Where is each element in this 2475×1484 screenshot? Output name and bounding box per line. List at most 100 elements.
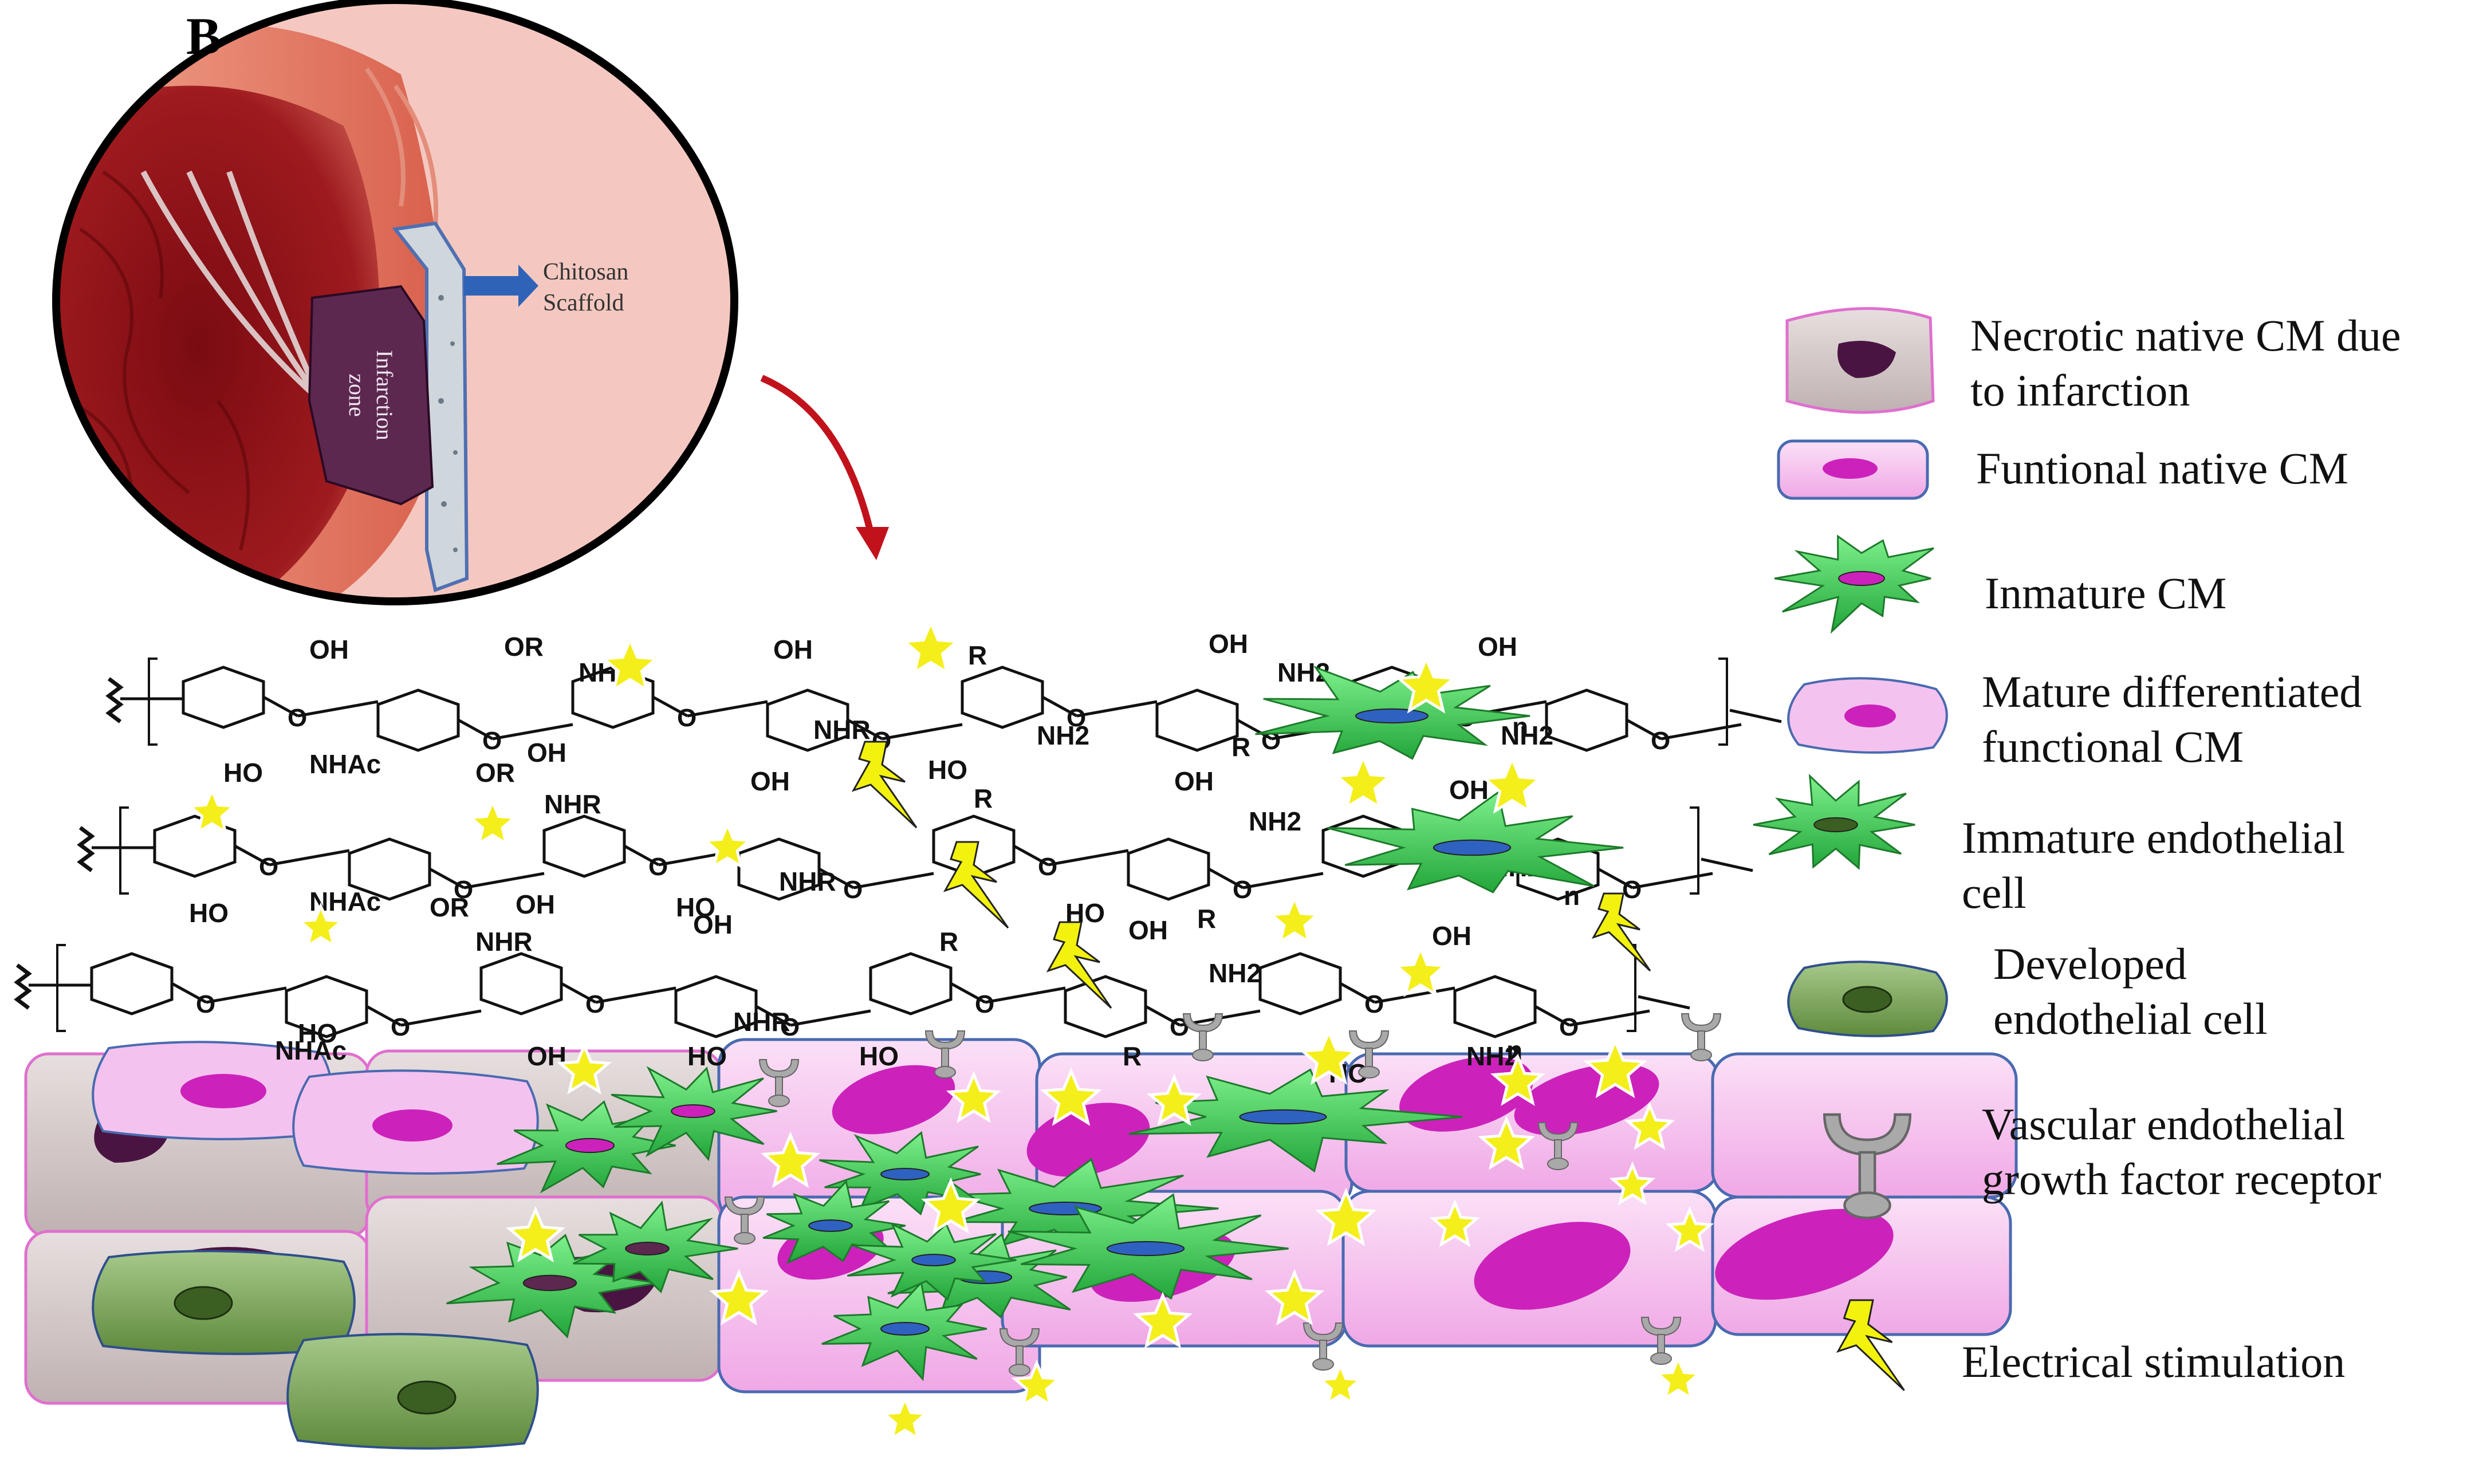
substituent-label: R	[939, 927, 958, 956]
star-icon	[901, 619, 961, 676]
substituent-label: HO	[687, 1041, 727, 1071]
star-icon	[506, 1206, 565, 1263]
legend-necrotic-nucleus	[1837, 341, 1896, 378]
star-icon	[600, 636, 660, 693]
star-icon	[1299, 1028, 1359, 1085]
oxygen-label: O	[482, 727, 502, 755]
substituent-label: OH	[693, 910, 733, 939]
substituent-label: HO	[298, 1018, 337, 1048]
glycosidic-bond	[790, 1009, 871, 1027]
substituent-label: OH	[527, 738, 566, 767]
bracket	[1718, 658, 1728, 746]
nucleus	[671, 1104, 715, 1118]
glycosidic-bond	[234, 844, 270, 867]
substituent-label: NHR	[779, 867, 836, 896]
glycosidic-bond	[623, 844, 660, 867]
sugar-ring	[1321, 814, 1405, 878]
star-icon	[702, 821, 753, 869]
substituent-label: NH2	[1501, 721, 1553, 750]
glycosidic-bond	[652, 695, 688, 718]
star-icon	[1583, 1037, 1647, 1099]
chitosan-scaffold-label: Chitosan Scaffold	[543, 259, 629, 316]
developed-nucleus	[397, 1380, 457, 1415]
star-icon	[1478, 1115, 1535, 1170]
lightning-icon	[943, 841, 1009, 929]
substituent-label: OR	[475, 758, 515, 788]
glycosidic-bond	[818, 867, 855, 889]
substituent-label: NHR	[475, 927, 533, 956]
star-icon	[761, 1131, 820, 1188]
glycosidic-bond	[1374, 986, 1455, 1004]
substituent-label: R	[1123, 1041, 1142, 1071]
sugar-ring	[1516, 837, 1600, 901]
glycosidic-bond	[171, 982, 207, 1004]
glycosidic-bond	[1661, 723, 1742, 741]
substituent-label: NHR	[544, 789, 601, 819]
legend-mature-nucleus	[1844, 704, 1896, 727]
substituent-label: HO	[189, 898, 229, 928]
substituent-label: OH	[1209, 629, 1248, 659]
star-icon	[880, 1395, 930, 1441]
legend-label-necrotic: Necrotic native CM due to infarction	[1970, 310, 2401, 415]
oxygen-label: O	[1233, 876, 1252, 904]
bracket	[119, 806, 129, 895]
receptor-icon	[1640, 1317, 1682, 1365]
legend-label-electrical: Electrical stimulation	[1962, 1337, 2346, 1387]
star-icon	[921, 1177, 981, 1234]
star-icon	[1665, 1206, 1714, 1252]
receptor-icon	[724, 1196, 765, 1245]
sugar-ring	[961, 666, 1044, 729]
star-icon	[1317, 1361, 1364, 1406]
star-icon	[1265, 1269, 1324, 1326]
oxygen-label: O	[196, 990, 215, 1018]
nucleus	[1838, 570, 1885, 586]
bracket	[1690, 806, 1699, 895]
substituent-label: OH	[773, 635, 813, 664]
nucleus	[880, 1322, 930, 1336]
nucleus	[880, 1168, 930, 1180]
wavy-bond	[77, 826, 95, 872]
star-icon	[1393, 944, 1448, 997]
legend-functional-nucleus	[1823, 458, 1878, 479]
substituent-label: NHAc	[309, 749, 381, 779]
substituent-label: NH2	[1466, 1041, 1519, 1071]
substituent-label: n	[1564, 881, 1580, 911]
sugar-ring	[1155, 688, 1239, 752]
sugar-ring	[153, 814, 237, 878]
star-icon	[1481, 755, 1543, 814]
star-icon	[1011, 1359, 1063, 1408]
receptor-icon	[1303, 1322, 1344, 1371]
nucleus	[1106, 1241, 1185, 1257]
glycosidic-bond	[882, 723, 963, 741]
immature-cells-overlay	[186, 619, 1722, 1441]
glycosidic-bond	[1076, 700, 1158, 718]
chain-bond	[1638, 995, 1690, 1010]
glycosidic-bond	[1048, 849, 1129, 867]
receptor-icon	[1823, 1113, 1912, 1219]
legend-label-immature-endo: Immature endothelial cell	[1962, 813, 2346, 918]
legend-label-mature: Mature differentiated functional CM	[1982, 667, 2362, 771]
nucleus	[625, 1242, 670, 1255]
substituent-label: OH	[1128, 915, 1168, 945]
immature-cell	[847, 1222, 1017, 1301]
legend-label-developed-endo: Developed endothelial cell	[1993, 939, 2268, 1044]
legend-immature-endo-icon	[1753, 773, 1915, 870]
star-icon	[1333, 753, 1393, 810]
immature-cell	[821, 1281, 987, 1381]
heart-inset: Infarctionzone	[52, 0, 738, 605]
star-icon	[1268, 894, 1321, 945]
star-icon	[1490, 1053, 1545, 1106]
substituent-label: OH	[309, 635, 349, 664]
functional-nucleus	[832, 1065, 955, 1135]
scaffold-arrow	[464, 265, 538, 307]
star-icon	[1133, 1292, 1193, 1349]
nucleus	[522, 1274, 577, 1292]
star-icon	[557, 1042, 612, 1095]
glycosidic-bond	[457, 718, 494, 741]
glycosidic-bond	[365, 1005, 402, 1027]
lightning-icon	[1836, 1299, 1905, 1391]
immature-cell	[1255, 666, 1530, 760]
glycosidic-bond	[297, 700, 379, 718]
glycosidic-bond	[428, 867, 465, 889]
sugar-ring	[1258, 952, 1342, 1015]
